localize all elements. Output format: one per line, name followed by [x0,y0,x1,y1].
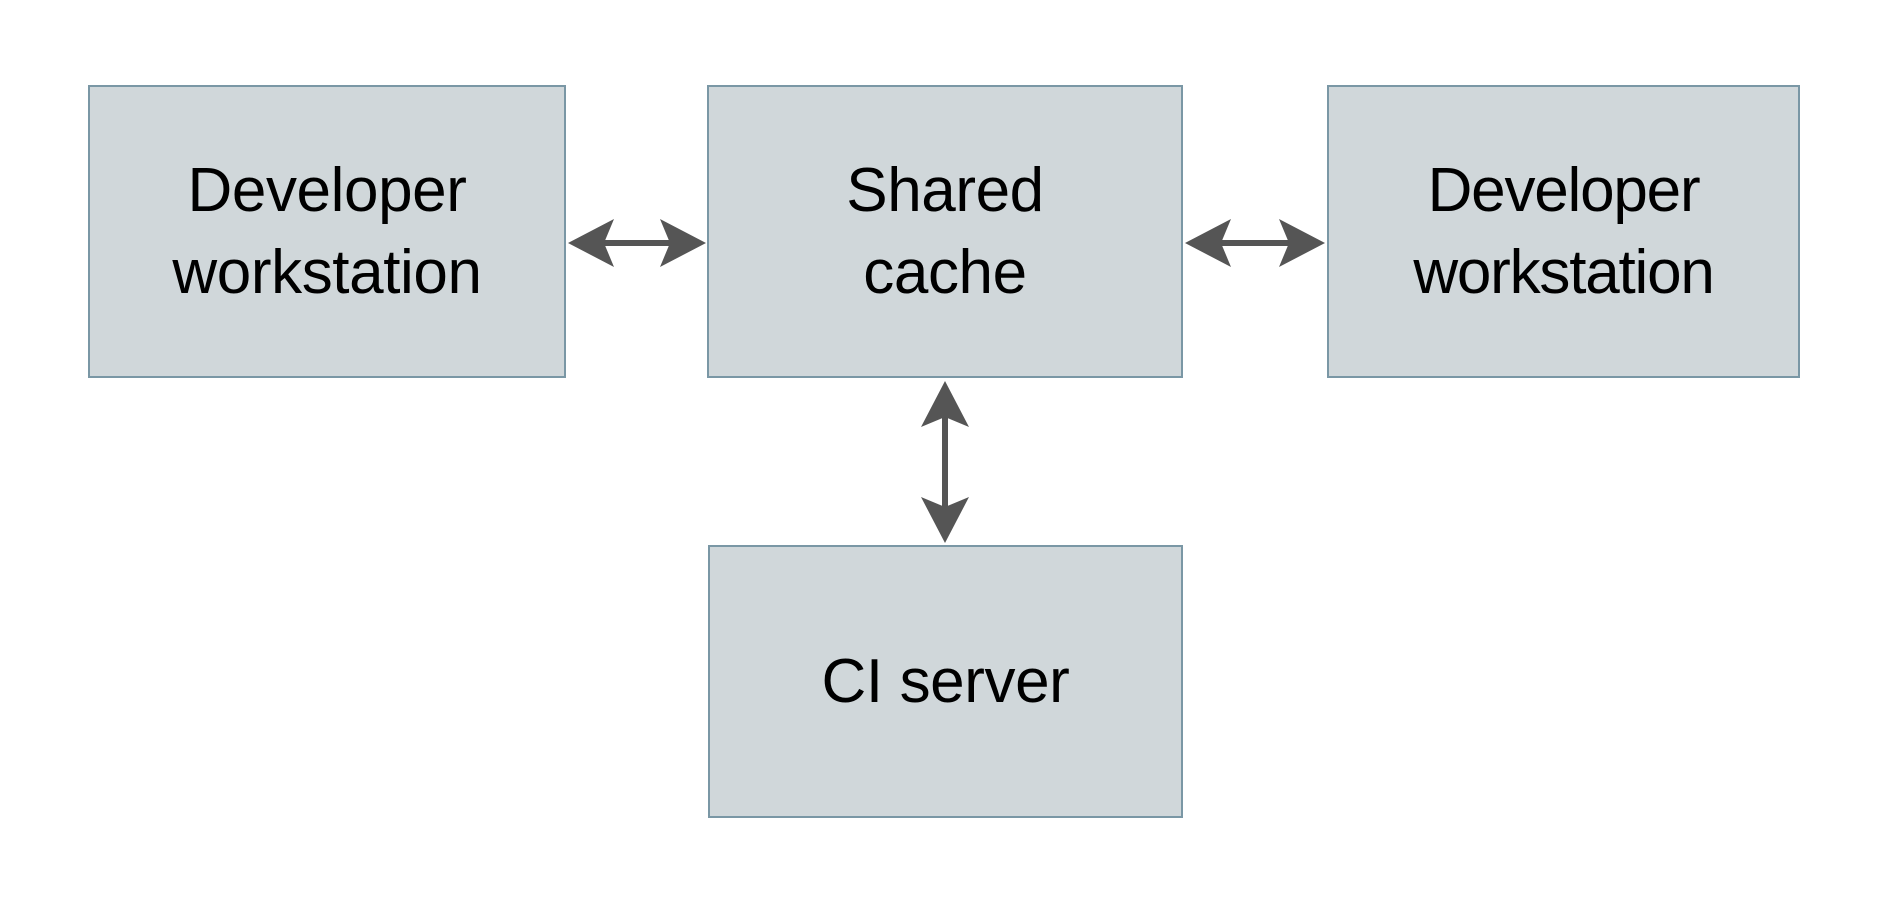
node-ci-server[interactable]: CI server [708,545,1183,818]
node-label: CI server [821,646,1070,716]
node-developer-workstation-right[interactable]: Developer workstation [1327,85,1800,378]
node-label: Developer workstation [1413,155,1715,307]
connector-dev-left-to-shared [568,219,706,267]
connector-shared-to-dev-right [1185,219,1325,267]
node-label: Developer workstation [172,155,482,307]
node-label: Shared cache [846,155,1044,307]
node-shared-cache[interactable]: Shared cache [707,85,1183,378]
connector-shared-to-ci [921,381,969,543]
node-developer-workstation-left[interactable]: Developer workstation [88,85,566,378]
